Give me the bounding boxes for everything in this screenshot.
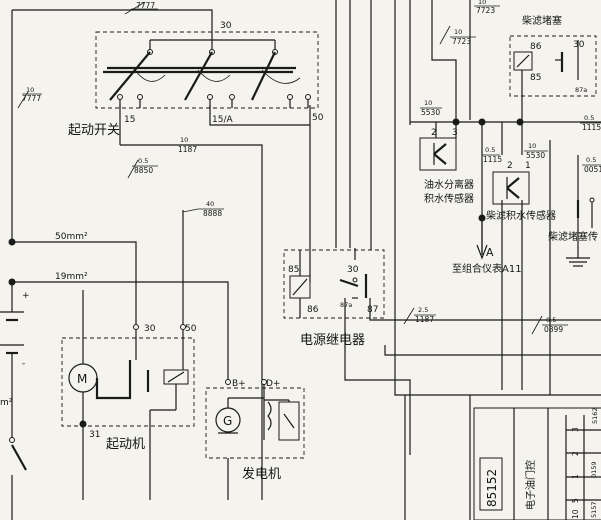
wire-left-size: 10 <box>26 86 34 94</box>
filter-clog-relay <box>509 35 597 122</box>
left-m2-fragment: m² <box>0 398 13 408</box>
wire-19mm-size: 19mm² <box>55 272 88 282</box>
battery-minus: - <box>22 359 25 369</box>
wire-1115a-code: 1115 <box>483 155 502 164</box>
wire-0899-code: 0899 <box>544 325 563 334</box>
rl-term-85: 85 <box>288 265 299 275</box>
alternator-g: G <box>223 414 232 428</box>
filter-water-sensor <box>492 171 530 205</box>
wire-50mm-size: 50mm² <box>55 232 88 242</box>
filter-clog-sensor-label: 柴滤堵塞传 <box>548 230 598 243</box>
fr-term-87a: 87a <box>575 86 587 94</box>
wire-1187a-size: 10 <box>180 136 188 144</box>
power-relay <box>283 249 385 319</box>
sw-term-50: 50 <box>312 113 324 123</box>
wire-5530a-size: 10 <box>424 99 432 107</box>
wire-1115a-size: 0.5 <box>485 146 495 154</box>
wire-7723b-code: 7723 <box>452 37 471 46</box>
sw-term-30: 30 <box>220 21 232 31</box>
st-term-50: 50 <box>185 324 197 334</box>
fr-term-30: 30 <box>573 40 585 50</box>
mod-term-1: 1 <box>571 474 580 479</box>
rl-term-87a: 87a <box>340 301 352 309</box>
wire-top-code: 7777 <box>136 1 155 10</box>
water-separator-label-2: 积水传感器 <box>424 192 474 205</box>
alternator-label: 发电机 <box>242 466 281 482</box>
wire-5530a-code: 5530 <box>421 108 440 117</box>
wire-8850-size: 0.5 <box>138 157 148 165</box>
wire-5530b-code: 5530 <box>526 151 545 160</box>
water-separator-sensor <box>419 137 457 171</box>
battery-plus: + <box>22 291 30 301</box>
fs-term-2: 2 <box>507 161 513 171</box>
alternator <box>205 379 305 459</box>
gen-term-d: D+ <box>266 379 280 389</box>
st-term-31: 31 <box>89 430 100 440</box>
module-85152 <box>473 407 601 520</box>
wire-1115b-code: 1115 <box>582 123 601 132</box>
wire-8888-code: 8888 <box>203 209 222 218</box>
fr-term-85: 85 <box>530 73 541 83</box>
mod-term-5: 5 <box>571 498 580 503</box>
battery <box>0 282 27 520</box>
wire-0899-size: 0.5 <box>546 316 556 324</box>
rl-term-86: 86 <box>307 305 319 315</box>
wire-5162-code: 5162 <box>591 407 599 424</box>
wire-8850-code: 8850 <box>134 166 153 175</box>
fr-term-86: 86 <box>530 42 542 52</box>
starter <box>61 324 195 427</box>
wire-1187b-size: 2.5 <box>418 306 428 314</box>
wire-7723b-size: 10 <box>454 28 462 36</box>
start-switch-label: 起动开关 <box>68 123 120 138</box>
fs-term-1: 1 <box>525 161 531 171</box>
wire-5157-code: 5157 <box>590 501 598 518</box>
starter-motor-m: M <box>77 372 87 386</box>
filter-clog-sensor <box>566 197 595 267</box>
to-dashboard-label: 至组合仪表A11 <box>452 262 522 275</box>
wire-5530b-size: 10 <box>528 142 536 150</box>
wiring <box>11 0 601 520</box>
starter-label: 起动机 <box>106 437 145 452</box>
filter-water-sensor-label: 柴滤积水传感器 <box>486 209 556 222</box>
rl-term-30: 30 <box>347 265 359 275</box>
water-separator-label-1: 油水分离器 <box>424 178 474 191</box>
gen-term-b: B+ <box>232 379 246 389</box>
wire-0051-size: 0.5 <box>586 156 596 164</box>
wire-left-code: 7777 <box>22 94 41 103</box>
wire-8888-size: 40 <box>206 200 214 208</box>
mod-term-3: 3 <box>571 427 580 432</box>
ws-term-2: 2 <box>431 128 437 138</box>
wire-0051-code: 0051 <box>584 165 601 174</box>
ecu-partial-label: 电子油门控 <box>524 460 537 510</box>
wire-0159-code: 0159 <box>590 461 598 478</box>
st-term-30: 30 <box>144 324 156 334</box>
arrow-a-label: A <box>486 246 494 259</box>
start-switch <box>95 30 319 109</box>
sw-term-15: 15 <box>124 115 135 125</box>
ws-term-3: 3 <box>452 128 458 138</box>
wire-1115b-size: 0.5 <box>584 114 594 122</box>
wire-1187a-code: 1187 <box>178 145 197 154</box>
wire-1187b-code: 1187 <box>415 315 434 324</box>
module-85152-label: 85152 <box>485 469 499 507</box>
filter-clog-label: 柴滤堵塞 <box>522 14 562 27</box>
mod-term-10: 10 <box>571 509 580 519</box>
wire-7723a-code: 7723 <box>476 6 495 15</box>
wire-7723a-size: 10 <box>478 0 486 6</box>
sw-term-15a: 15/A <box>212 115 233 125</box>
rl-term-87: 87 <box>367 305 378 315</box>
power-relay-label: 电源继电器 <box>300 333 365 348</box>
mod-term-2: 2 <box>571 451 580 456</box>
